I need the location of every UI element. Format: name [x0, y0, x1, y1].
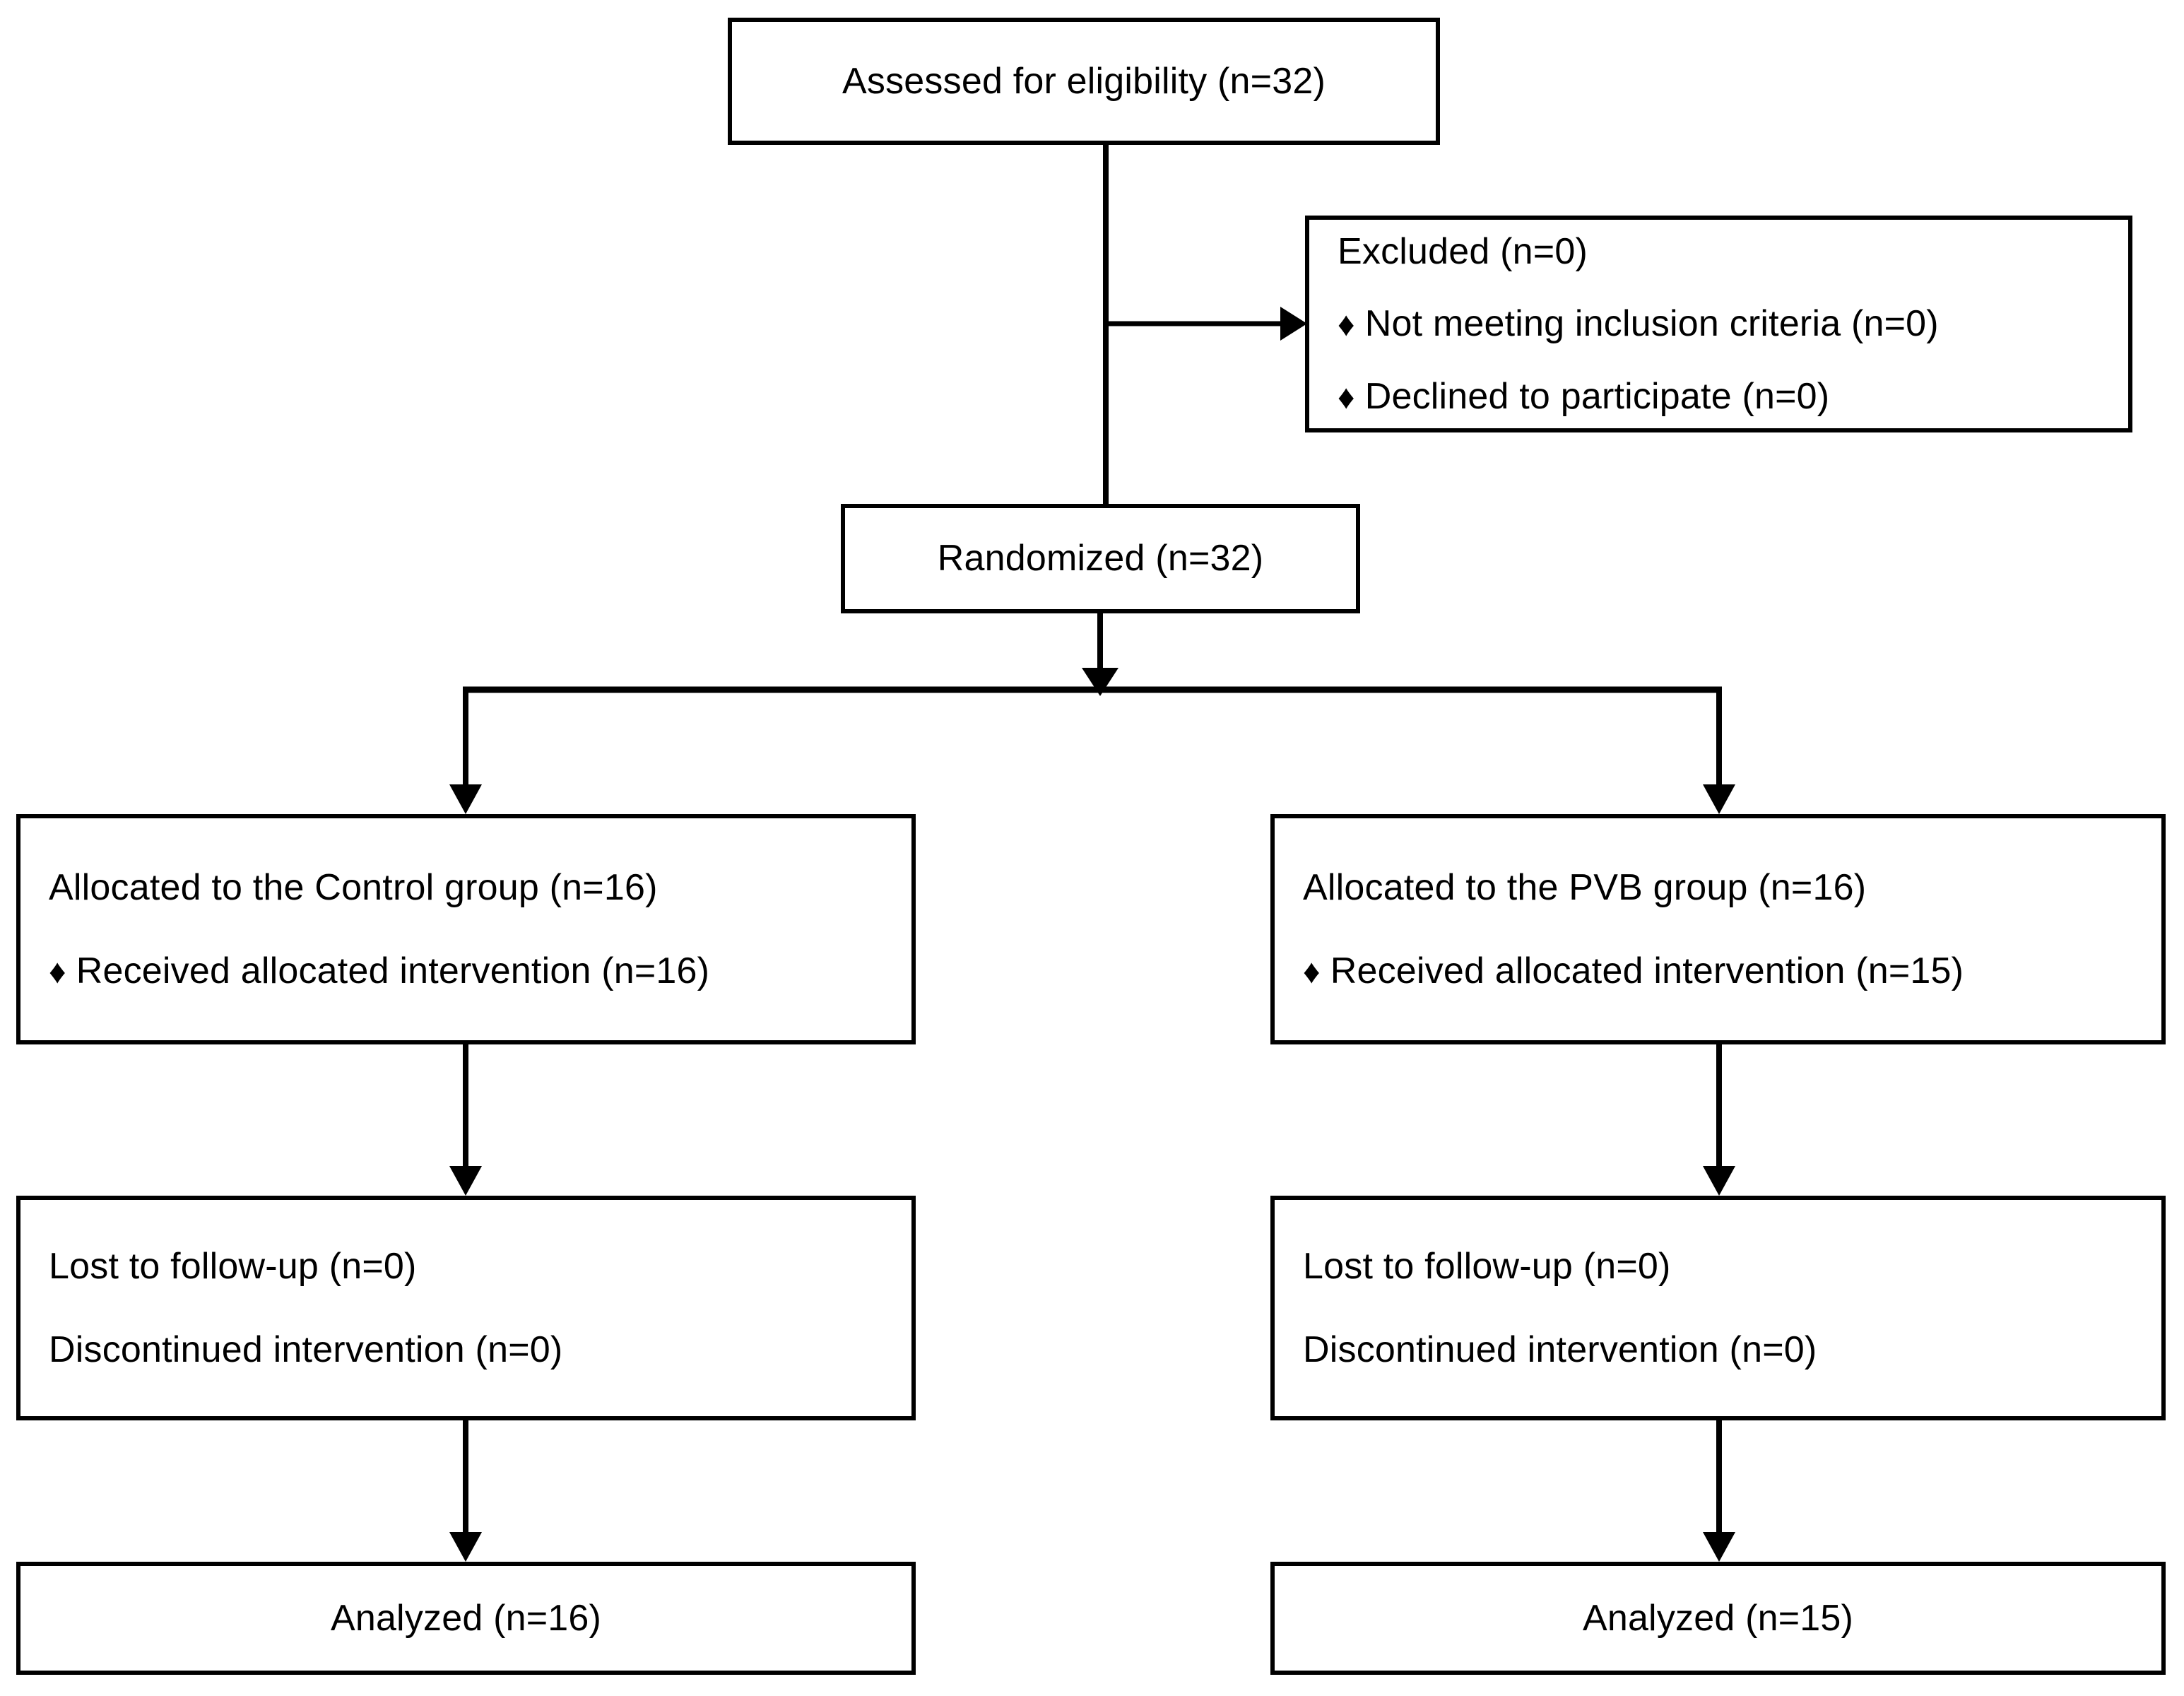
- followup-pvb-lost-label: Lost to follow-up (n=0): [1303, 1245, 1671, 1287]
- node-allocation-control: Allocated to the Control group (n=16) ♦ R…: [16, 814, 916, 1044]
- excluded-title: Excluded (n=0): [1338, 231, 1588, 273]
- allocation-control-detail-label: Received allocated intervention (n=16): [76, 950, 710, 991]
- spacer: [1309, 345, 2128, 376]
- node-allocation-pvb: Allocated to the PVB group (n=16) ♦Recei…: [1270, 814, 2166, 1044]
- randomized-label: Randomized (n=32): [937, 538, 1264, 579]
- connector-allocation-right-to-followup-right: [1703, 1044, 1735, 1196]
- excluded-reason-label: Declined to participate (n=0): [1364, 375, 1830, 417]
- diamond-bullet-icon: ♦: [49, 953, 66, 991]
- allocation-pvb-title: Allocated to the PVB group (n=16): [1303, 866, 1867, 908]
- followup-pvb-discontinued-label: Discontinued intervention (n=0): [1303, 1329, 1817, 1370]
- connector-followup-right-to-analyzed-right: [1703, 1420, 1735, 1562]
- analyzed-control-label: Analyzed (n=16): [330, 1597, 602, 1639]
- excluded-reason-row: ♦Not meeting inclusion criteria (n=0): [1309, 303, 2128, 344]
- connector-assessed-to-excluded: [1106, 307, 1307, 341]
- node-randomized: Randomized (n=32): [841, 504, 1360, 613]
- allocation-pvb-detail-row: ♦Received allocated intervention (n=15): [1275, 950, 2161, 991]
- spacer: [1275, 908, 2161, 950]
- connector-followup-left-to-analyzed-left: [449, 1420, 482, 1562]
- connector-split-to-allocation-right: [1703, 690, 1735, 814]
- excluded-reason-row: ♦Declined to participate (n=0): [1309, 376, 2128, 417]
- allocation-control-detail-row: ♦ Received allocated intervention (n=16): [20, 950, 911, 991]
- connector-split-to-allocation-left: [449, 690, 482, 814]
- node-excluded: Excluded (n=0) ♦Not meeting inclusion cr…: [1305, 216, 2132, 432]
- allocation-pvb-detail-label: Received allocated intervention (n=15): [1330, 950, 1964, 991]
- spacer: [20, 1287, 911, 1329]
- node-followup-pvb: Lost to follow-up (n=0) Discontinued int…: [1270, 1196, 2166, 1420]
- assessed-label: Assessed for eligibility (n=32): [842, 60, 1326, 102]
- spacer: [1275, 1287, 2161, 1329]
- connector-randomized-to-split: [463, 613, 1722, 696]
- node-analyzed-control: Analyzed (n=16): [16, 1562, 916, 1675]
- diamond-bullet-icon: ♦: [1338, 378, 1355, 416]
- node-assessed-for-eligibility: Assessed for eligibility (n=32): [728, 18, 1440, 145]
- excluded-reason-label: Not meeting inclusion criteria (n=0): [1364, 303, 1939, 345]
- analyzed-pvb-label: Analyzed (n=15): [1582, 1597, 1854, 1639]
- spacer: [1309, 272, 2128, 303]
- allocation-control-title: Allocated to the Control group (n=16): [49, 866, 658, 908]
- followup-control-lost-label: Lost to follow-up (n=0): [49, 1245, 417, 1287]
- connector-allocation-left-to-followup-left: [449, 1044, 482, 1196]
- node-analyzed-pvb: Analyzed (n=15): [1270, 1562, 2166, 1675]
- spacer: [20, 908, 911, 950]
- node-followup-control: Lost to follow-up (n=0) Discontinued int…: [16, 1196, 916, 1420]
- diamond-bullet-icon: ♦: [1338, 306, 1355, 344]
- diamond-bullet-icon: ♦: [1303, 953, 1321, 991]
- followup-control-discontinued-label: Discontinued intervention (n=0): [49, 1329, 563, 1370]
